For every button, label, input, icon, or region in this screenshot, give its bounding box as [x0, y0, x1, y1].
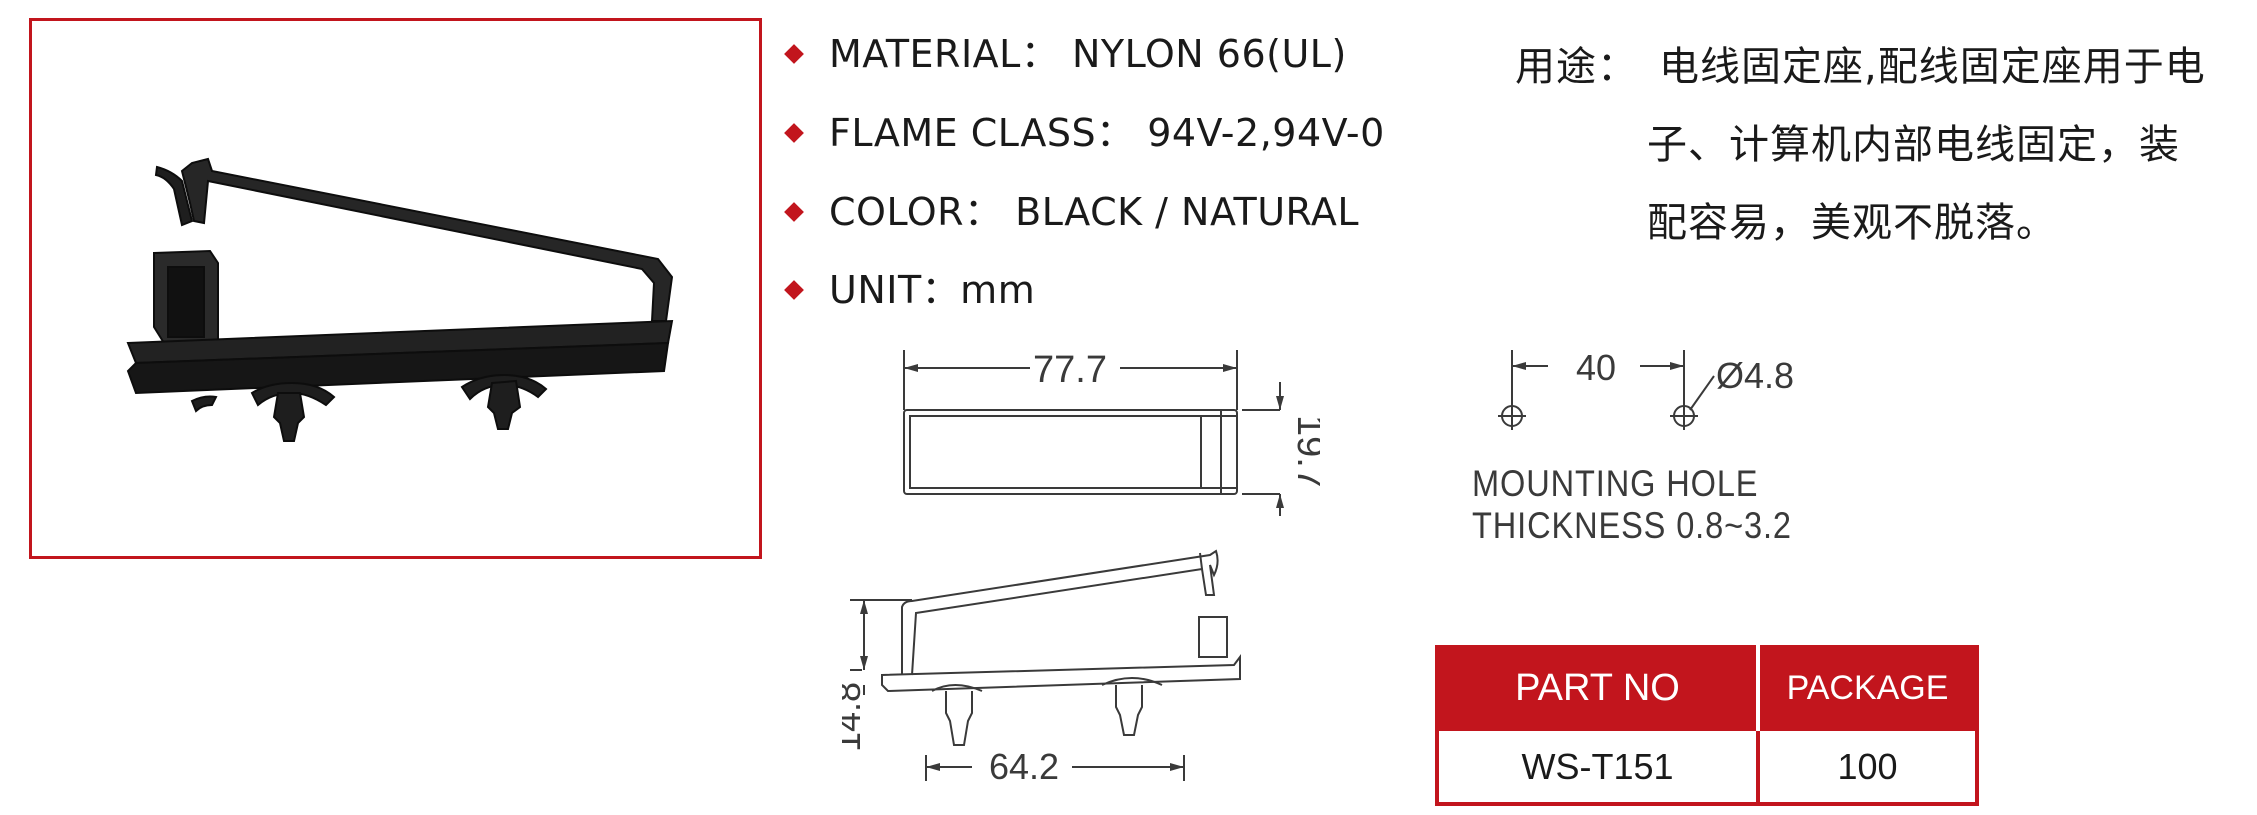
- product-photo-frame: [29, 18, 762, 559]
- spec-flame-class: FLAME CLASS： 94V-2,94V-0: [784, 107, 1385, 159]
- dim-hole-diameter: Ø4.8: [1716, 355, 1794, 396]
- table-row: WS-T151 100: [1435, 727, 1979, 806]
- bullet-icon: [784, 122, 804, 143]
- spec-unit: UNIT：mm: [784, 264, 1036, 316]
- dim-side-height: 14.8: [842, 682, 868, 752]
- part-table: PART NO PACKAGE WS-T151 100: [1435, 645, 1979, 806]
- spec-label: COLOR：: [829, 190, 1003, 234]
- table-header-package: PACKAGE: [1758, 647, 1977, 729]
- product-photo: [126, 157, 674, 442]
- spec-value: NYLON 66(UL): [1071, 32, 1347, 76]
- spec-value: BLACK / NATURAL: [1015, 190, 1360, 234]
- mounting-hole-drawing: 40 Ø4.8: [1498, 347, 1794, 430]
- usage-line: 配容易，美观不脱落。: [1647, 200, 2057, 246]
- mounting-thickness-label: THICKNESS 0.8~3.2: [1472, 505, 1792, 546]
- bullet-icon: [784, 201, 804, 222]
- usage-line: 电线固定座,配线固定座用于电: [1659, 44, 2206, 90]
- spec-color: COLOR： BLACK / NATURAL: [784, 186, 1360, 238]
- side-view-drawing: 14.8 64.2: [842, 549, 1241, 787]
- usage-label: 用途：: [1515, 44, 1638, 90]
- mounting-hole-label: MOUNTING HOLE: [1472, 463, 1759, 504]
- spec-label: MATERIAL：: [829, 32, 1060, 76]
- bullet-icon: [784, 279, 804, 300]
- dim-top-length: 77.7: [1033, 349, 1107, 391]
- usage-line: 子、计算机内部电线固定，装: [1647, 122, 2180, 168]
- usage-text: 电线固定座,配线固定座用于电 子、计算机内部电线固定，装 配容易，美观不脱落。: [1647, 28, 2257, 262]
- top-view-drawing: 77.7 19.7: [903, 349, 1320, 516]
- table-cell-part-no: WS-T151: [1435, 727, 1760, 806]
- spec-material: MATERIAL： NYLON 66(UL): [784, 28, 1347, 80]
- spec-value: mm: [960, 268, 1036, 312]
- bullet-icon: [784, 43, 804, 64]
- spec-value: 94V-2,94V-0: [1147, 111, 1385, 155]
- dim-hole-spacing: 40: [1576, 347, 1616, 388]
- spec-label: FLAME CLASS：: [829, 111, 1135, 155]
- dim-top-width: 19.7: [1289, 415, 1320, 489]
- dim-side-pitch: 64.2: [989, 746, 1059, 787]
- table-header-row: PART NO PACKAGE: [1437, 647, 1977, 729]
- table-cell-package: 100: [1756, 727, 1979, 806]
- table-header-part-no: PART NO: [1437, 647, 1760, 729]
- spec-label: UNIT：: [829, 268, 961, 312]
